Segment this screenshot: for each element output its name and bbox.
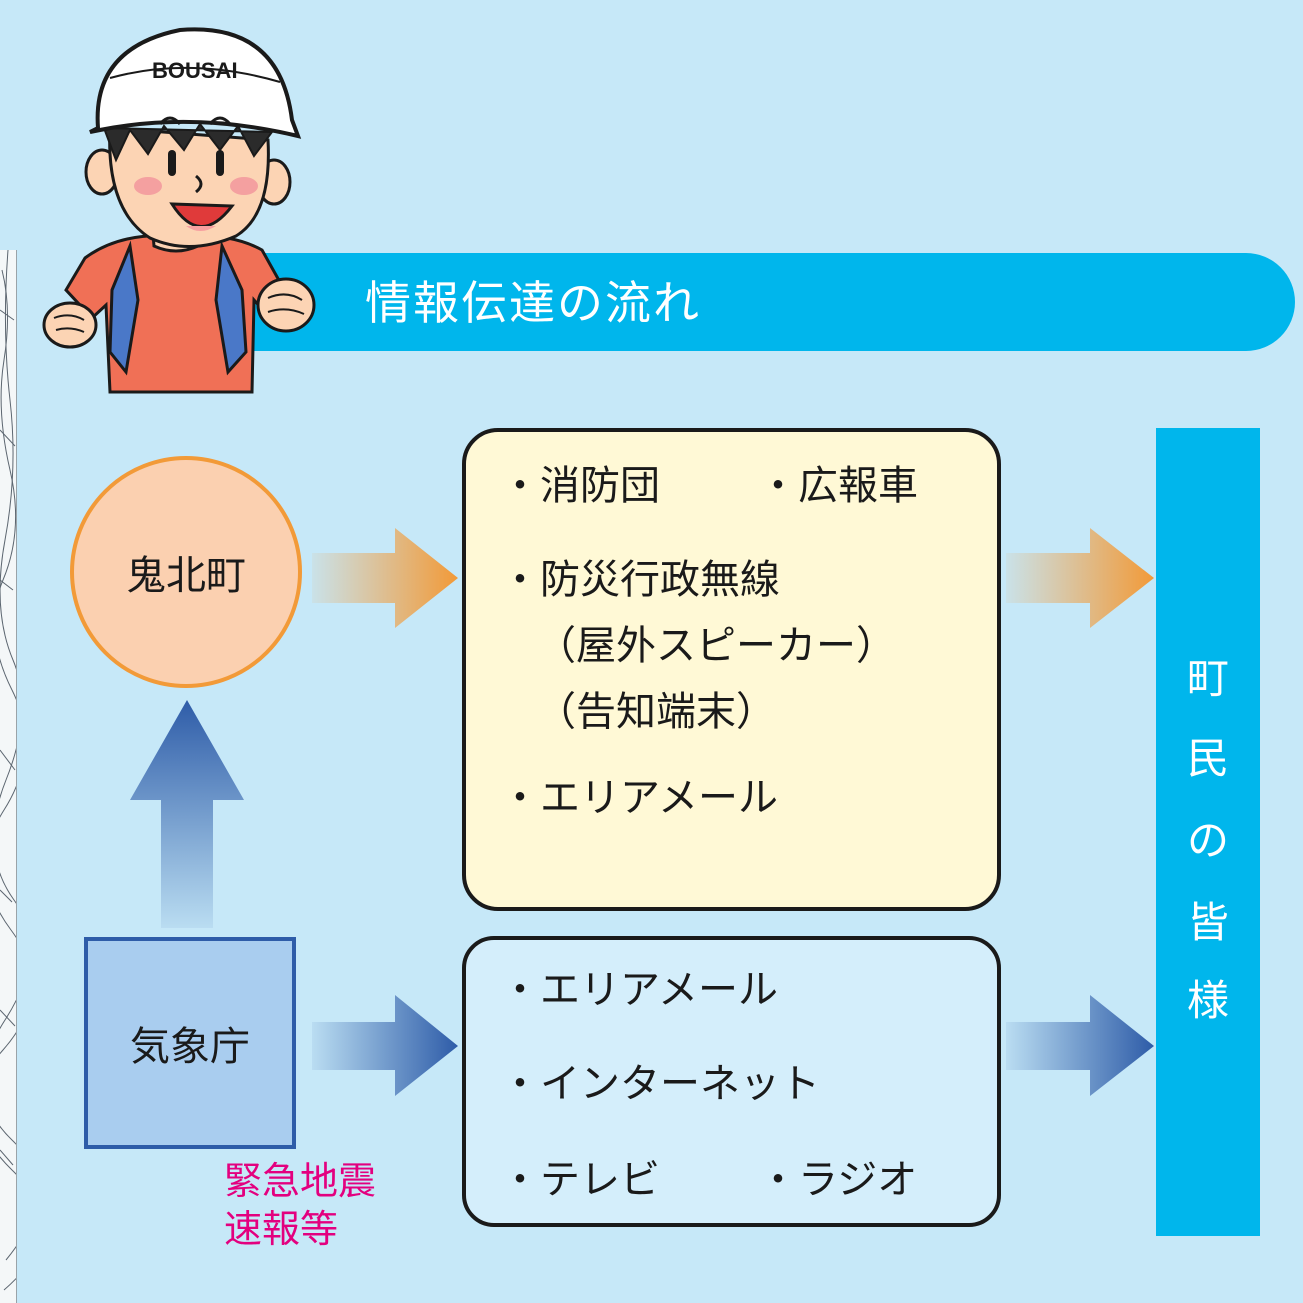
jma-channel-item: ・テレビ — [500, 1157, 660, 1203]
jma-caption: 緊急地震 速報等 — [224, 1157, 454, 1253]
town-channels-box: ・消防団 ・広報車 ・防災行政無線 （屋外スピーカー） （告知端末） ・エリアメ… — [462, 428, 1001, 911]
town-node: 鬼北町 — [70, 456, 302, 688]
jma-channel-item: ・エリアメール — [500, 967, 778, 1013]
town-channel-item: ・防災行政無線 — [500, 557, 780, 603]
arrow-channels-to-residents-bottom — [1006, 995, 1154, 1096]
map-fragment — [0, 250, 17, 1303]
town-channel-item: ・広報車 — [758, 463, 918, 509]
arrow-channels-to-residents-top — [1006, 528, 1154, 628]
town-channel-subitem: （告知端末） — [536, 689, 776, 735]
page-title: 情報伝達の流れ — [365, 276, 701, 330]
town-channel-subitem: （屋外スピーカー） — [536, 623, 896, 669]
jma-channel-item: ・インターネット — [500, 1061, 820, 1107]
arrow-town-to-channels — [312, 528, 458, 628]
jma-caption-line2: 速報等 — [224, 1207, 339, 1251]
residents-char: 町 — [1186, 654, 1229, 703]
residents-column: 町 民 の 皆 様 — [1156, 428, 1260, 1236]
arrow-jma-to-town — [130, 700, 244, 928]
town-channel-item: ・消防団 — [500, 463, 660, 509]
jma-channels-box: ・エリアメール ・インターネット ・テレビ ・ラジオ — [462, 936, 1001, 1227]
town-label: 鬼北町 — [126, 553, 246, 599]
residents-char: の — [1186, 816, 1229, 865]
arrow-jma-to-channels — [312, 995, 458, 1096]
jma-caption-line1: 緊急地震 — [224, 1159, 377, 1203]
residents-char: 皆 — [1186, 898, 1229, 947]
mascot-illustration: BOUSAI — [42, 27, 316, 394]
residents-char: 民 — [1186, 734, 1229, 783]
jma-node: 気象庁 — [84, 937, 296, 1149]
title-banner — [250, 253, 1295, 351]
town-channel-item: ・エリアメール — [500, 775, 778, 821]
residents-char: 様 — [1186, 976, 1229, 1025]
jma-label: 気象庁 — [130, 1024, 250, 1070]
jma-channel-item: ・ラジオ — [758, 1157, 918, 1203]
helmet-label: BOUSAI — [152, 58, 238, 83]
